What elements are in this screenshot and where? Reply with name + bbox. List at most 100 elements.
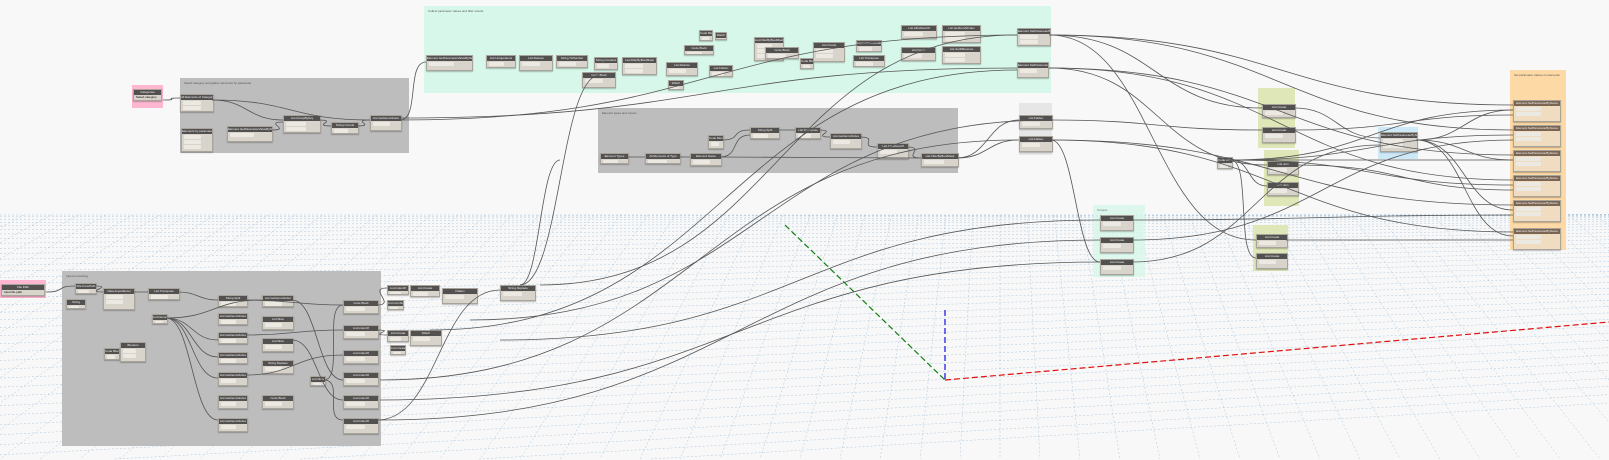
graph-node[interactable]: Element.Name <box>690 153 722 166</box>
graph-node[interactable]: List.GetItemAtIndex <box>830 133 862 149</box>
graph-node[interactable]: Code Block <box>800 58 814 69</box>
graph-node[interactable]: List.Flatten <box>1019 115 1053 129</box>
input-port[interactable] <box>1516 212 1542 216</box>
input-port[interactable] <box>286 122 306 126</box>
input-port[interactable] <box>859 47 873 51</box>
input-port[interactable] <box>313 383 321 385</box>
input-port[interactable] <box>346 379 365 383</box>
input-port[interactable] <box>265 367 282 371</box>
input-port[interactable] <box>711 142 719 146</box>
graph-node[interactable]: List.Deconstruct <box>152 314 168 324</box>
graph-node[interactable]: String.Contains <box>594 57 618 70</box>
input-port[interactable] <box>702 37 709 40</box>
input-port[interactable] <box>945 53 966 57</box>
input-port[interactable] <box>1516 137 1542 141</box>
input-port[interactable] <box>648 160 667 163</box>
input-port[interactable] <box>221 320 237 324</box>
graph-node[interactable]: List.IndexOf <box>343 325 379 339</box>
graph-node[interactable]: List.GetItemAtIndex <box>218 395 248 409</box>
graph-node[interactable]: Element.GetParameterValueByName <box>227 126 273 142</box>
graph-node[interactable]: Element.SetParameterByName <box>1513 200 1561 222</box>
graph-node[interactable]: Element.SetParameterByName <box>1513 228 1561 250</box>
input-port[interactable] <box>1020 69 1037 73</box>
graph-node[interactable]: List.IndexOf <box>343 372 379 386</box>
input-port[interactable] <box>221 402 237 406</box>
input-port[interactable] <box>106 295 123 299</box>
input-port[interactable] <box>1516 207 1542 211</box>
input-port[interactable] <box>346 425 365 429</box>
graph-node[interactable]: List.Join <box>1267 161 1299 175</box>
input-port[interactable] <box>1103 266 1121 270</box>
input-port[interactable] <box>833 140 850 144</box>
graph-node[interactable]: String <box>66 299 86 309</box>
input-port[interactable] <box>559 62 576 66</box>
graph-node[interactable]: List.IndexOf <box>343 395 379 409</box>
input-port[interactable] <box>107 355 115 359</box>
input-port[interactable] <box>1259 260 1276 264</box>
input-port[interactable] <box>123 349 137 353</box>
graph-node[interactable]: Flatten <box>442 288 478 304</box>
graph-node[interactable]: Element.SetParameterByName <box>1017 28 1051 46</box>
graph-node[interactable]: All Elements of Category <box>180 94 214 112</box>
graph-node[interactable]: List.Create <box>390 345 406 355</box>
input-port[interactable] <box>1265 111 1283 115</box>
graph-node[interactable]: Boolean <box>120 342 146 362</box>
node-group[interactable] <box>1264 150 1299 206</box>
input-port[interactable] <box>856 62 873 66</box>
input-port[interactable] <box>393 352 401 354</box>
input-port[interactable] <box>522 62 540 66</box>
input-port[interactable] <box>265 323 282 327</box>
graph-node[interactable]: List.GetItemAtIndex <box>370 115 402 131</box>
input-port[interactable] <box>1516 132 1542 136</box>
graph-node[interactable]: List.Count <box>901 47 936 61</box>
graph-node[interactable]: List.Transpose <box>795 127 821 139</box>
graph-node[interactable]: Element Types <box>600 153 629 164</box>
input-port[interactable] <box>1020 35 1038 39</box>
graph-node[interactable]: List.Create <box>1256 234 1288 248</box>
input-port[interactable] <box>1259 241 1276 245</box>
input-port[interactable] <box>1270 189 1287 193</box>
input-port[interactable] <box>625 69 644 73</box>
input-port[interactable] <box>265 302 282 306</box>
input-port[interactable] <box>265 402 282 406</box>
input-port[interactable] <box>816 54 833 58</box>
graph-node[interactable]: List.Flatten <box>709 65 733 77</box>
graph-node[interactable]: Code Block <box>765 47 799 59</box>
input-port[interactable] <box>1020 40 1038 44</box>
graph-node[interactable]: List.AllIndicesOf <box>901 25 937 39</box>
input-port[interactable] <box>1516 235 1542 239</box>
graph-node[interactable]: Element.SetParameterByName <box>1513 125 1561 147</box>
graph-node[interactable]: List.Create <box>813 42 845 62</box>
input-port[interactable] <box>1516 107 1542 111</box>
graph-node[interactable]: String.Split <box>750 127 780 139</box>
input-port[interactable] <box>718 39 724 40</box>
input-port[interactable] <box>390 307 399 309</box>
graph-node[interactable]: List.Create <box>387 330 409 342</box>
graph-node[interactable]: Code Block <box>708 135 724 149</box>
input-port[interactable] <box>904 32 923 36</box>
input-port[interactable] <box>904 54 923 58</box>
input-port[interactable] <box>221 359 237 363</box>
graph-node[interactable]: Element.SetParameterByName <box>1513 175 1561 197</box>
input-port[interactable] <box>803 65 810 68</box>
graph-node[interactable]: List.Create <box>1100 215 1134 231</box>
input-port[interactable] <box>945 58 966 62</box>
input-port[interactable] <box>945 32 966 36</box>
input-port[interactable] <box>390 337 401 341</box>
graph-node[interactable]: List.Reduce <box>666 62 698 76</box>
graph-node[interactable]: List.Transpose <box>148 288 180 300</box>
graph-node[interactable]: Code Block <box>262 395 294 409</box>
input-port[interactable] <box>816 49 833 53</box>
input-port[interactable] <box>221 379 237 383</box>
graph-node[interactable]: Code Block <box>1217 157 1233 169</box>
input-port[interactable] <box>334 129 349 133</box>
input-port[interactable] <box>1516 157 1542 161</box>
input-port[interactable] <box>880 150 897 154</box>
input-port[interactable] <box>671 87 679 89</box>
input-port[interactable] <box>585 79 603 83</box>
input-port[interactable] <box>1516 112 1542 116</box>
input-port[interactable] <box>221 339 237 343</box>
graph-node[interactable]: Watch <box>410 330 442 346</box>
input-port[interactable] <box>1220 164 1228 168</box>
graph-node[interactable]: Code Block <box>343 300 379 314</box>
